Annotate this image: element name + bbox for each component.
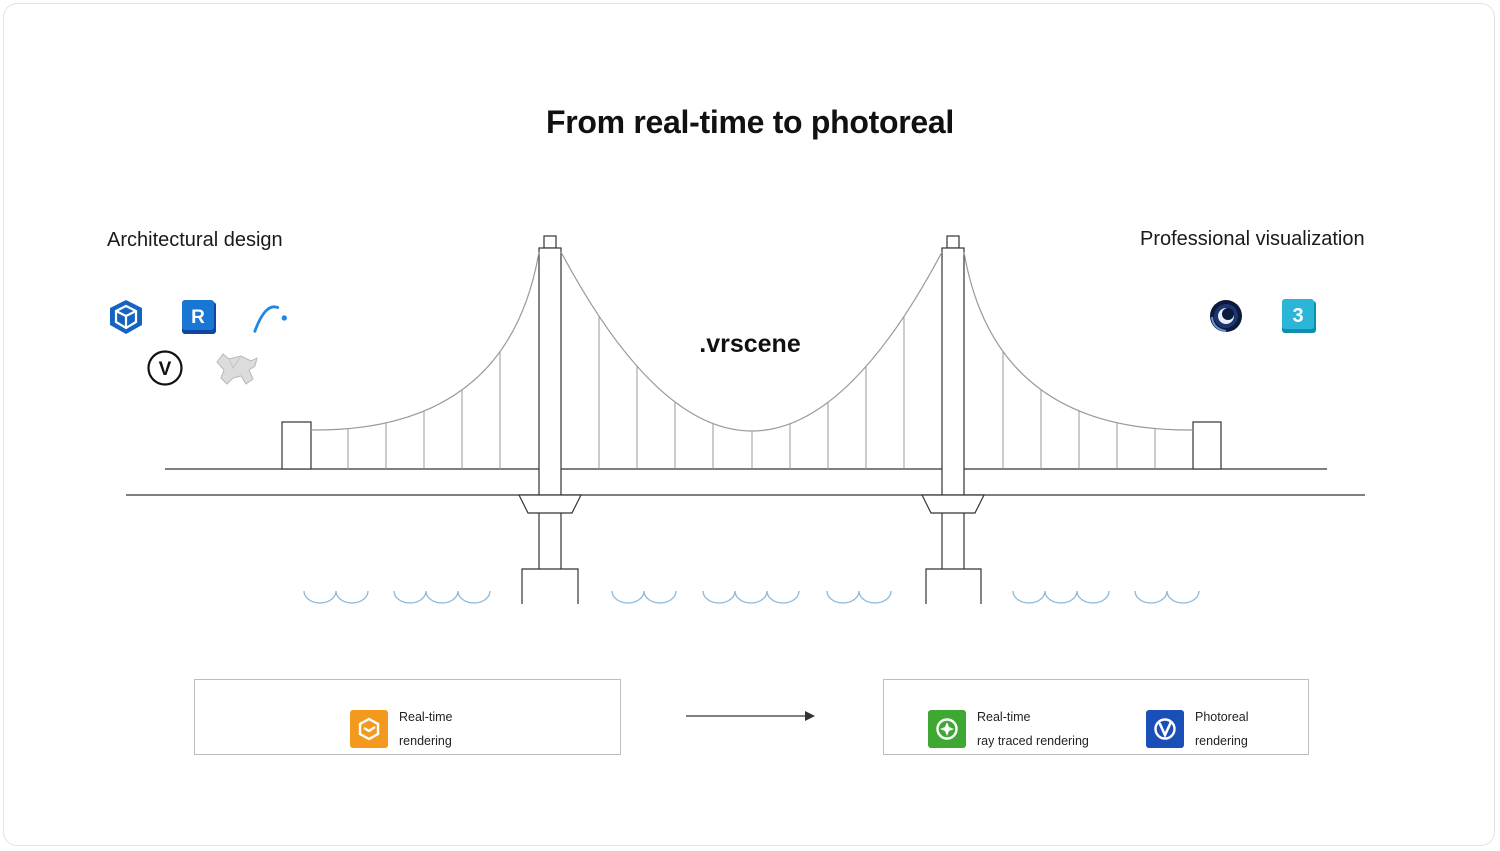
photoreal-rendering-line1: Photoreal xyxy=(1195,710,1249,724)
left-tower xyxy=(538,247,562,496)
left-tower-cap xyxy=(543,235,557,249)
photoreal-rendering-logo-icon xyxy=(1146,710,1184,748)
left-tower-bracket xyxy=(518,494,582,514)
photoreal-rendering-line2: rendering xyxy=(1195,734,1248,748)
page-title: From real-time to photoreal xyxy=(546,104,954,140)
right-side-cable xyxy=(963,251,1194,431)
bridge-structure xyxy=(126,235,1365,604)
vectorworks-icon: V xyxy=(146,349,184,387)
photoreal-rendering-product: Photoreal rendering xyxy=(1146,699,1249,759)
realtime-rendering-line1: Real-time xyxy=(399,710,453,724)
realtime-rendering-line2: rendering xyxy=(399,734,452,748)
right-tower-cap xyxy=(946,235,960,249)
raytraced-rendering-product: Real-time ray traced rendering xyxy=(928,699,1089,759)
realtime-rendering-logo-icon xyxy=(350,710,388,748)
realtime-rendering-box xyxy=(194,679,621,755)
canvas-frame xyxy=(3,3,1495,846)
3dsmax-icon: 3 xyxy=(1280,297,1318,335)
sketchup-icon xyxy=(107,298,145,336)
flow-arrow xyxy=(686,711,815,721)
raytraced-rendering-line2: ray traced rendering xyxy=(977,734,1089,748)
rhino-icon xyxy=(213,348,261,386)
rhino-arc-icon xyxy=(252,298,290,336)
suspender-cables xyxy=(347,316,1156,469)
architectural-design-label: Architectural design xyxy=(107,229,283,251)
3dsmax-letter: 3 xyxy=(1292,305,1303,327)
cinema4d-icon xyxy=(1207,297,1245,335)
professional-visualization-label: Professional visualization xyxy=(1140,228,1365,250)
vectorworks-letter: V xyxy=(159,359,172,380)
raytraced-rendering-line1: Real-time xyxy=(977,710,1031,724)
left-anchor-block xyxy=(281,421,312,470)
left-side-cable xyxy=(310,251,540,431)
revit-icon: R xyxy=(180,298,218,336)
right-tower xyxy=(941,247,965,496)
revit-letter: R xyxy=(191,307,205,328)
right-anchor-block xyxy=(1192,421,1222,470)
left-tower-foundation xyxy=(521,568,579,604)
vrscene-label: .vrscene xyxy=(699,330,801,358)
raytraced-rendering-logo-icon xyxy=(928,710,966,748)
right-tower-bracket xyxy=(921,494,985,514)
water-waves xyxy=(303,590,1200,604)
realtime-rendering-product: Real-time rendering xyxy=(350,699,453,759)
right-tower-foundation xyxy=(925,568,982,604)
